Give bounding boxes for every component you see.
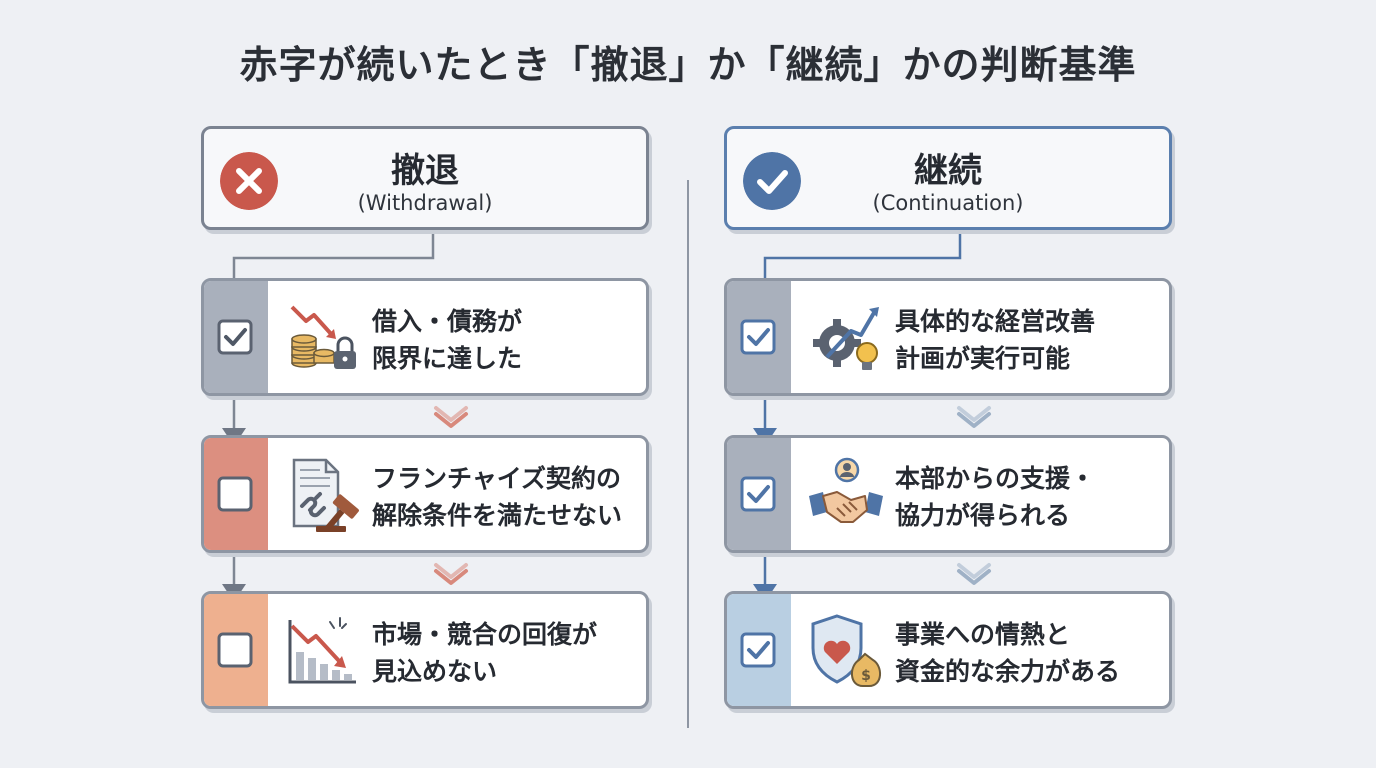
handshake-support-icon — [809, 457, 883, 523]
debt-lock-icon — [290, 305, 356, 369]
center-divider — [687, 180, 689, 728]
item-text: 市場・競合の回復が 見込めない — [372, 620, 598, 686]
broken-contract-gavel-icon — [292, 458, 359, 532]
declining-chart-icon — [288, 617, 356, 684]
withdrawal-item-1: 借入・債務が 限界に達した — [201, 278, 649, 396]
continuation-item-2: 本部からの支援・ 協力が得られる — [724, 435, 1172, 553]
continuation-item-3: $ 事業への情熱と 資金的な余力がある — [724, 591, 1172, 709]
item-text: 本部からの支援・ 協力が得られる — [895, 464, 1096, 530]
withdrawal-subtitle: (Withdrawal) — [357, 191, 493, 215]
empty-checkbox-icon[interactable] — [217, 476, 253, 512]
checked-checkbox-icon[interactable] — [217, 319, 253, 355]
checked-checkbox-icon[interactable] — [740, 319, 776, 355]
item-text: 具体的な経営改善 計画が実行可能 — [895, 307, 1096, 373]
empty-checkbox-icon[interactable] — [217, 632, 253, 668]
continuation-header: 継続 (Continuation) — [724, 126, 1172, 230]
continuation-subtitle: (Continuation) — [872, 191, 1024, 215]
continuation-item-1: 具体的な経営改善 計画が実行可能 — [724, 278, 1172, 396]
withdrawal-header: 撤退 (Withdrawal) — [201, 126, 649, 230]
heart-shield-moneybag-icon: $ — [811, 614, 881, 687]
item-text: 借入・債務が 限界に達した — [372, 307, 523, 373]
check-circle-icon — [743, 152, 801, 210]
continuation-title: 継続 — [914, 151, 982, 191]
withdrawal-item-2: フランチャイズ契約の 解除条件を満たせない — [201, 435, 649, 553]
item-text: 事業への情熱と 資金的な余力がある — [895, 620, 1121, 686]
gear-growth-bulb-icon — [813, 307, 879, 370]
page-title: 赤字が続いたとき「撤退」か「継続」かの判断基準 — [239, 43, 1137, 87]
withdrawal-title: 撤退 — [391, 151, 459, 191]
cross-icon — [220, 152, 278, 210]
checked-checkbox-icon[interactable] — [740, 476, 776, 512]
svg-text:$: $ — [861, 668, 871, 684]
checked-checkbox-icon[interactable] — [740, 632, 776, 668]
withdrawal-item-3: 市場・競合の回復が 見込めない — [201, 591, 649, 709]
item-text: フランチャイズ契約の 解除条件を満たせない — [372, 464, 623, 530]
